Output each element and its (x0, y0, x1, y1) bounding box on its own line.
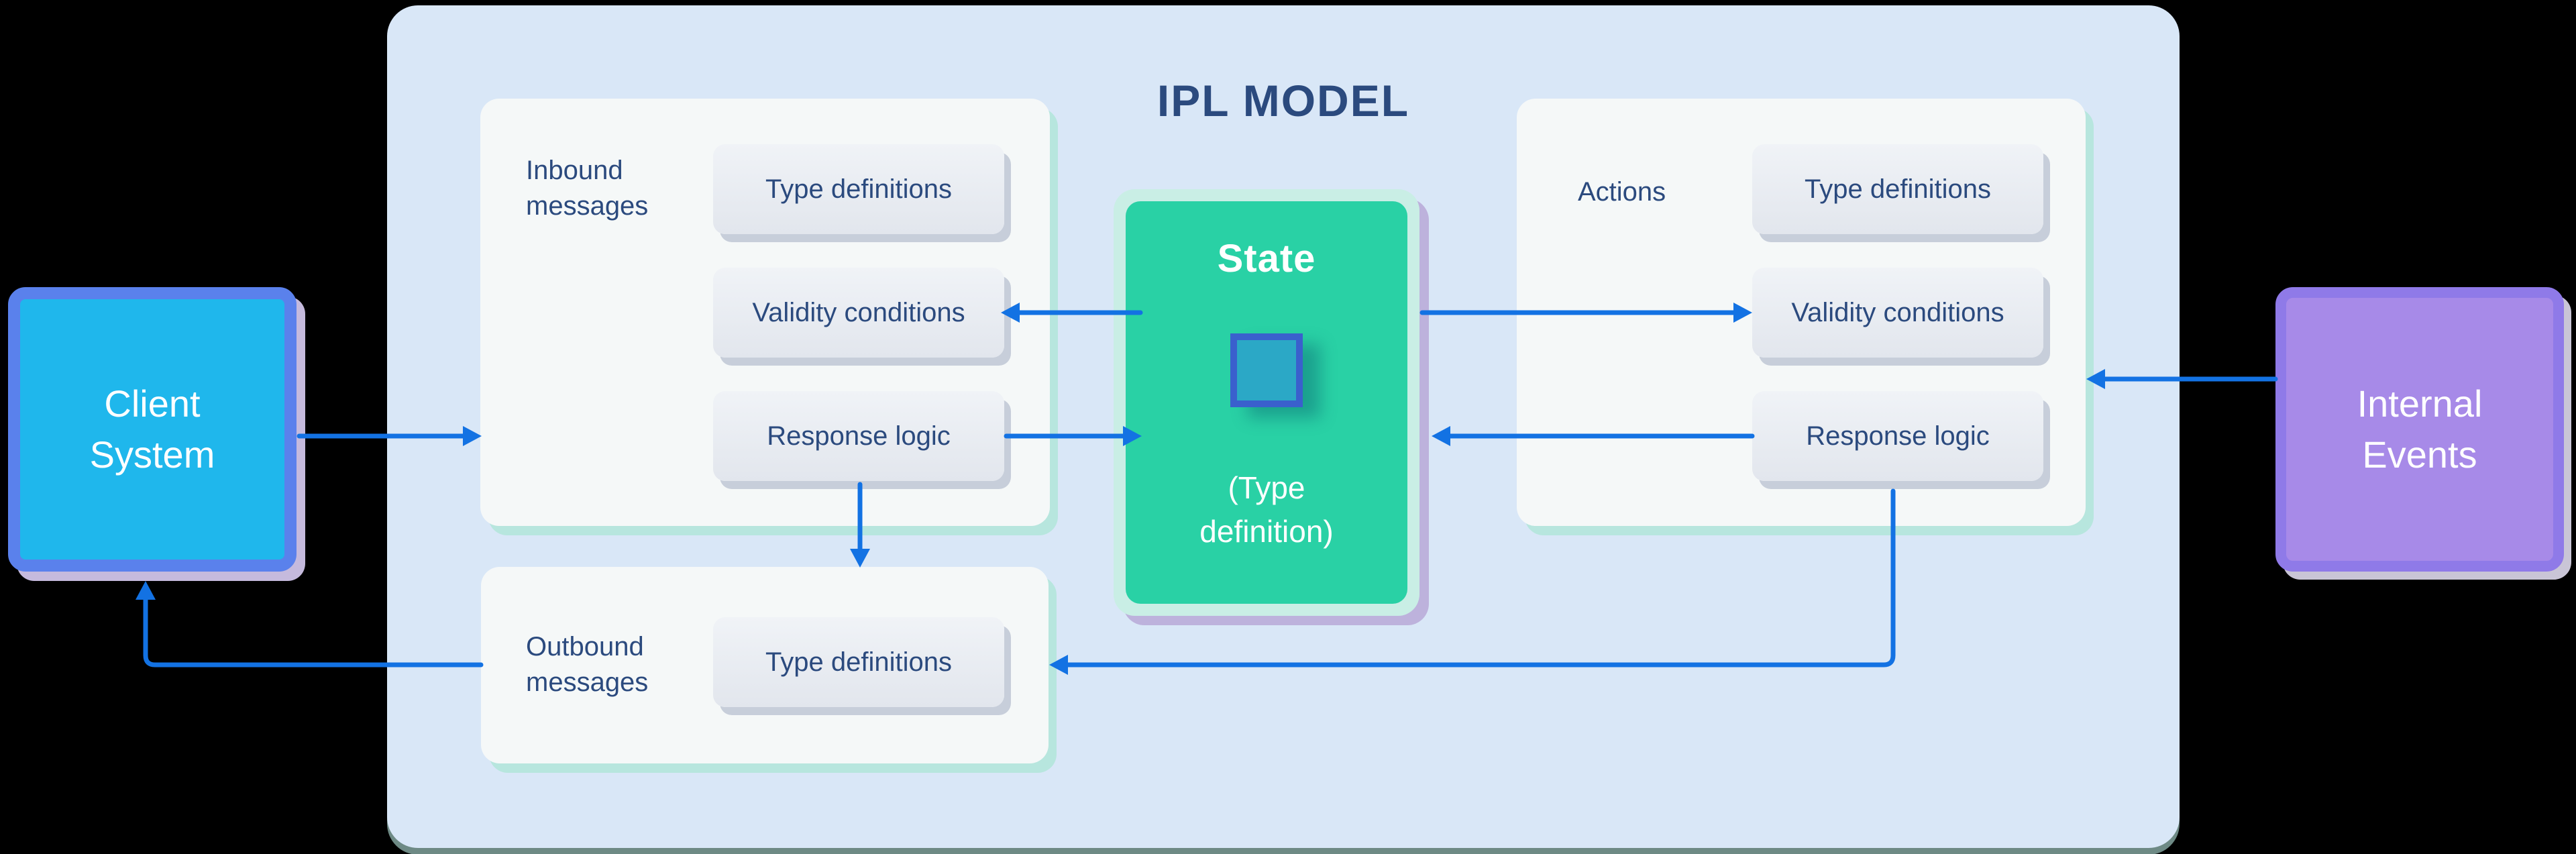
outbound-label-line2: messages (526, 667, 649, 697)
state-node: State (Type definition) (1114, 189, 1419, 616)
outbound-label-line1: Outbound (526, 632, 644, 661)
arrow-outbound-to-client-head (136, 581, 156, 600)
actions-type-definitions-chip: Type definitions (1752, 144, 2043, 234)
state-node-body: State (Type definition) (1126, 201, 1407, 604)
outbound-type-definitions-chip: Type definitions (713, 617, 1004, 707)
chip-label: Type definitions (1805, 174, 1991, 204)
chip-label: Type definitions (765, 174, 952, 204)
actions-label: Actions (1578, 177, 1666, 207)
chip-label: Validity conditions (752, 297, 965, 327)
actions-validity-conditions-chip: Validity conditions (1752, 268, 2043, 358)
diagram-title: IPL MODEL (1157, 76, 1410, 125)
inbound-type-definitions-chip: Type definitions (713, 144, 1004, 234)
state-subtitle-line2: definition) (1199, 514, 1334, 549)
inbound-response-logic-chip: Response logic (713, 391, 1004, 481)
state-subtitle-line1: (Type (1228, 470, 1305, 505)
chip-label: Type definitions (765, 647, 952, 677)
state-title: State (1217, 237, 1316, 280)
actions-response-logic-chip: Response logic (1752, 391, 2043, 481)
client-system-label: Client System (90, 378, 215, 480)
client-system-node: Client System (8, 287, 297, 572)
internal-events-node: Internal Events (2275, 287, 2564, 572)
chip-label: Response logic (1806, 421, 1990, 451)
inbound-label-line2: messages (526, 191, 649, 221)
outbound-messages-label: Outbound messages (526, 629, 648, 700)
chip-label: Response logic (767, 421, 951, 451)
internal-label-line2: Events (2362, 433, 2477, 476)
inbound-messages-label: Inbound messages (526, 153, 648, 224)
state-square-icon (1230, 333, 1303, 407)
client-label-line2: System (89, 433, 215, 476)
chip-label: Validity conditions (1791, 297, 2004, 327)
inbound-validity-conditions-chip: Validity conditions (713, 268, 1004, 358)
internal-label-line1: Internal (2357, 382, 2483, 425)
state-subtitle: (Type definition) (1126, 466, 1407, 554)
inbound-label-line1: Inbound (526, 156, 623, 185)
internal-events-label: Internal Events (2357, 378, 2483, 480)
client-label-line1: Client (104, 382, 201, 425)
